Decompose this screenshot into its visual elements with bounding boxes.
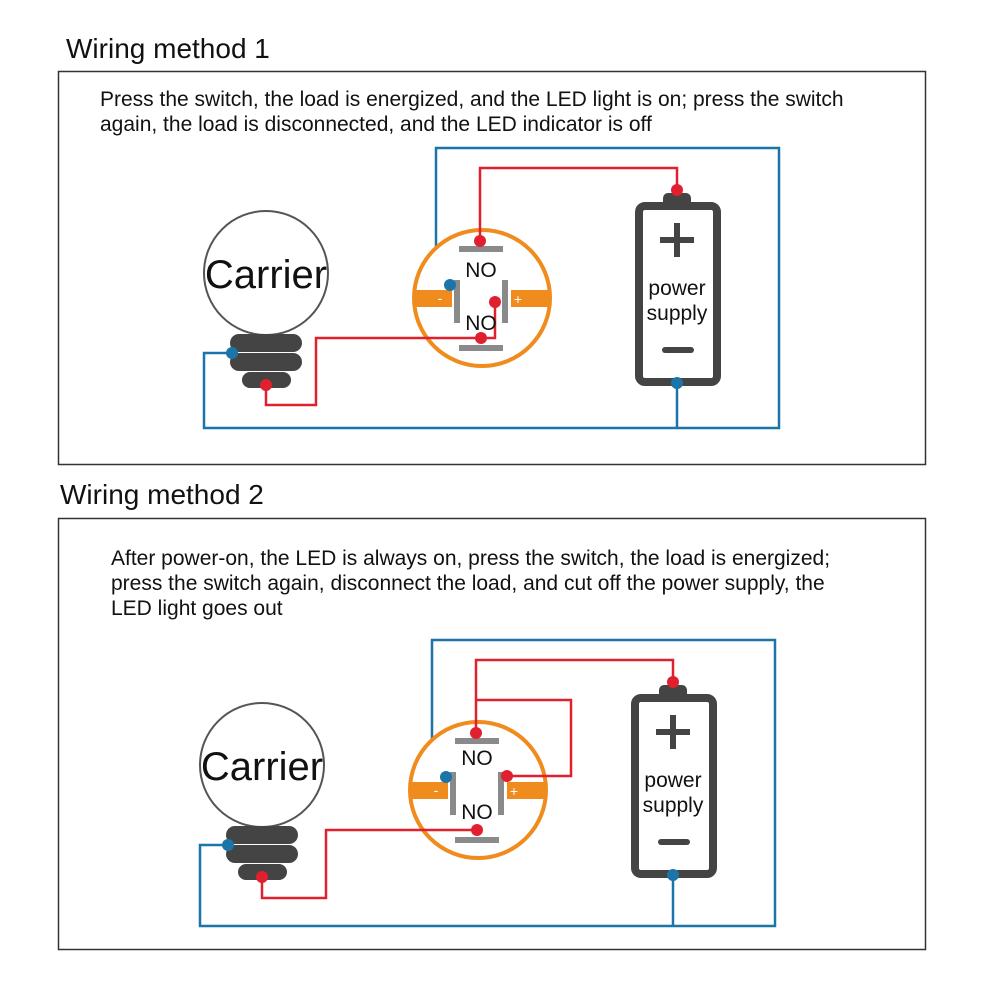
switch-no-label: NO	[465, 259, 497, 282]
description-line: again, the load is disconnected, and the…	[100, 113, 652, 136]
terminal-dot	[667, 676, 679, 688]
terminal-dot	[256, 871, 268, 883]
load-wire	[264, 336, 481, 407]
minus-label: -	[434, 782, 439, 798]
terminal-dot	[489, 296, 501, 308]
terminal-dot	[475, 332, 487, 344]
terminal-dot	[226, 347, 238, 359]
panel-wiring-method-1: Wiring method 1 Press the switch, the lo…	[57, 33, 927, 466]
terminal-dot	[260, 379, 272, 391]
description-line: Press the switch, the load is energized,…	[100, 88, 844, 111]
switch-no-label: NO	[461, 801, 493, 824]
load-label: Carrier	[201, 745, 323, 789]
description-line: LED light goes out	[111, 597, 283, 620]
description-line: After power-on, the LED is always on, pr…	[111, 547, 830, 570]
load-wire	[260, 828, 477, 900]
diagram-1: Carrier NO NO - + power supply	[202, 146, 781, 430]
terminal-dot	[222, 839, 234, 851]
plus-label: +	[510, 783, 518, 799]
push-switch-icon	[412, 228, 552, 368]
terminal-dot	[470, 727, 482, 739]
switch-no-label: NO	[461, 747, 493, 770]
battery-label: supply	[643, 794, 704, 817]
minus-label: -	[438, 290, 443, 306]
panel-title: Wiring method 1	[66, 33, 270, 64]
positive-wire	[474, 658, 675, 732]
panel-frame	[57, 70, 927, 466]
description-line: press the switch again, disconnect the l…	[111, 572, 825, 595]
battery-label: supply	[647, 302, 708, 325]
bulb-icon	[199, 702, 325, 881]
bulb-icon	[203, 210, 329, 389]
plus-label: +	[514, 291, 522, 307]
terminal-dot	[440, 771, 452, 783]
terminal-dot	[667, 869, 679, 881]
panel-frame	[57, 517, 927, 951]
terminal-dot	[671, 184, 683, 196]
terminal-dot	[474, 235, 486, 247]
push-switch-icon	[408, 720, 548, 860]
terminal-dot	[501, 770, 513, 782]
positive-wire	[478, 166, 679, 240]
panel-wiring-method-2: Wiring method 2 After power-on, the LED …	[57, 479, 927, 951]
switch-no-label: NO	[465, 312, 497, 335]
diagram-2: Carrier NO NO - + power supply	[198, 638, 777, 928]
terminal-dot	[444, 279, 456, 291]
panel-title: Wiring method 2	[60, 479, 264, 510]
terminal-dot	[471, 824, 483, 836]
terminal-dot	[671, 377, 683, 389]
battery-label: power	[644, 769, 701, 792]
battery-label: power	[648, 277, 705, 300]
led-wire	[476, 698, 573, 778]
load-label: Carrier	[205, 253, 327, 297]
